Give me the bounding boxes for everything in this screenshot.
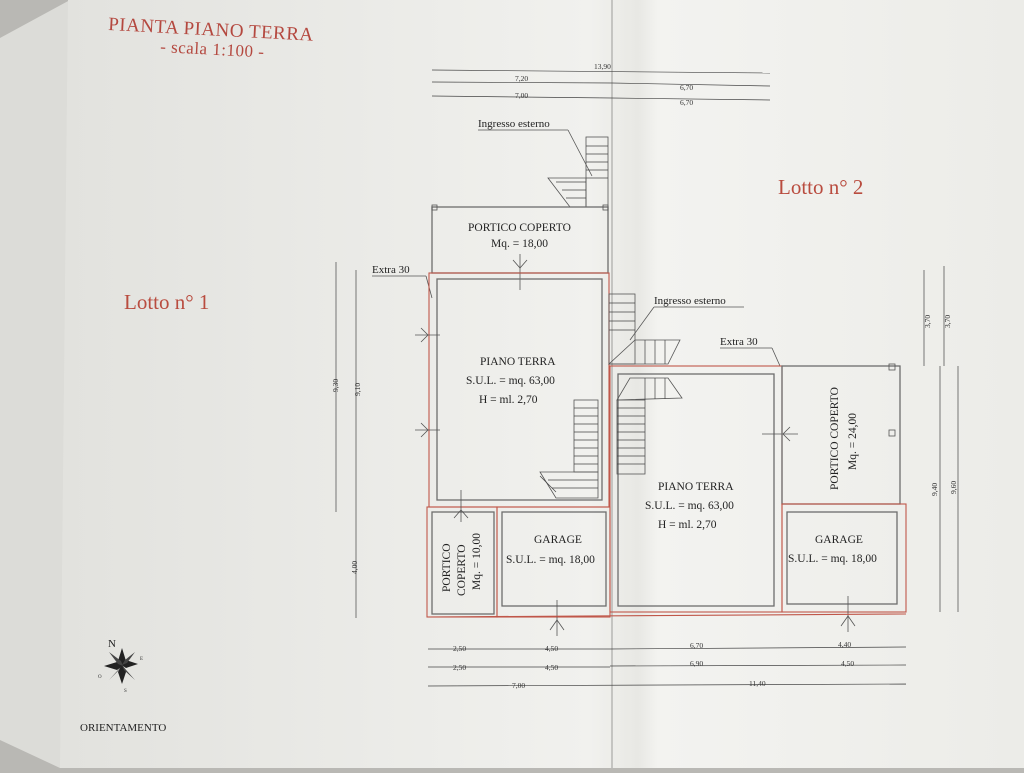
right-piano-sul: S.U.L. = mq. 63,00 — [645, 500, 734, 512]
garage-right-sul: S.U.L. = mq. 18,00 — [788, 553, 877, 565]
right-piano-height: H = ml. 2,70 — [658, 519, 717, 531]
dim-bottom-r2-0: 2,50 — [453, 663, 466, 672]
compass-east: E — [140, 657, 143, 662]
dim-left-bottom: 4,00 — [350, 561, 359, 574]
portico-top-area: Mq. = 18,00 — [491, 238, 548, 250]
extra-left-label: Extra 30 — [372, 264, 410, 276]
garage-left-name: GARAGE — [534, 534, 582, 546]
dim-bottom-r3-1: 11,40 — [749, 679, 766, 688]
dim-bottom-r2-1: 4,50 — [545, 663, 558, 672]
top-dimensions: 13,90 7,20 6,70 7,00 6,70 — [431, 62, 771, 107]
bottom-row: PORTICO COPERTO Mq. = 10,00 GARAGE S.U.L… — [426, 490, 907, 636]
dim-bottom-r1-3: 4,40 — [838, 640, 851, 649]
dim-right-a: 3,70 — [923, 315, 932, 328]
dim-bottom-r2-2: 6,90 — [690, 659, 703, 668]
dim-left-inner: 9,10 — [353, 383, 362, 396]
right-piano-name: PIANO TERRA — [658, 481, 734, 493]
dim-bottom-r1-2: 6,70 — [690, 641, 703, 650]
left-unit-walls: PIANO TERRA S.U.L. = mq. 63,00 H = ml. 2… — [415, 272, 610, 508]
portico-right-area: Mq. = 24,00 — [847, 413, 859, 470]
dim-left-outer: 9,30 — [331, 379, 340, 392]
dim-top-total: 13,90 — [594, 62, 611, 71]
dim-top-r1-left: 7,20 — [515, 74, 528, 83]
portico-small-line2: COPERTO — [456, 545, 468, 597]
middle-entrance-stair: Ingresso esterno — [607, 293, 744, 365]
garage-left-sul: S.U.L. = mq. 18,00 — [506, 554, 595, 566]
right-unit-walls: PIANO TERRA S.U.L. = mq. 63,00 H = ml. 2… — [609, 365, 798, 613]
extra-right-label: Extra 30 — [720, 336, 758, 348]
top-entrance-label: Ingresso esterno — [478, 118, 550, 130]
portico-top-name: PORTICO COPERTO — [468, 222, 571, 234]
dim-top-r2-right: 6,70 — [680, 98, 693, 107]
dim-right-c: 9,40 — [930, 483, 939, 496]
middle-entrance-label: Ingresso esterno — [654, 295, 726, 307]
compass-west: O — [98, 675, 102, 680]
dim-bottom-r1-1: 4,50 — [545, 644, 558, 653]
dim-top-r2-left: 7,00 — [515, 91, 528, 100]
portico-top: PORTICO COPERTO Mq. = 18,00 — [431, 204, 609, 290]
compass-rose-icon: N E S O — [98, 638, 143, 694]
left-dimensions: 9,30 9,10 4,00 — [331, 262, 362, 618]
portico-small-area: Mq. = 10,00 — [471, 533, 483, 590]
left-piano-height: H = ml. 2,70 — [479, 394, 538, 406]
dim-bottom-r3-0: 7,00 — [512, 681, 525, 690]
bottom-dimensions: 2,50 4,50 6,70 4,40 2,50 4,50 6,90 4,50 … — [427, 640, 907, 690]
left-piano-name: PIANO TERRA — [480, 356, 556, 368]
compass-south: S — [124, 689, 127, 694]
right-dimensions: 3,70 3,70 9,40 9,60 — [923, 266, 959, 612]
orientation-label: ORIENTAMENTO — [80, 722, 166, 734]
left-piano-sul: S.U.L. = mq. 63,00 — [466, 375, 555, 387]
paper-sheet — [60, 0, 1024, 768]
lot-2-label: Lotto n° 2 — [778, 175, 863, 199]
dim-right-d: 9,60 — [949, 481, 958, 494]
portico-small-line1: PORTICO — [441, 543, 453, 592]
compass-north: N — [108, 638, 116, 650]
portico-right-name: PORTICO COPERTO — [829, 387, 841, 490]
garage-right-name: GARAGE — [815, 534, 863, 546]
dim-right-b: 3,70 — [943, 315, 952, 328]
dim-bottom-r1-0: 2,50 — [453, 644, 466, 653]
lot-1-label: Lotto n° 1 — [124, 290, 209, 314]
dim-bottom-r2-3: 4,50 — [841, 659, 854, 668]
dim-top-r1-right: 6,70 — [680, 83, 693, 92]
